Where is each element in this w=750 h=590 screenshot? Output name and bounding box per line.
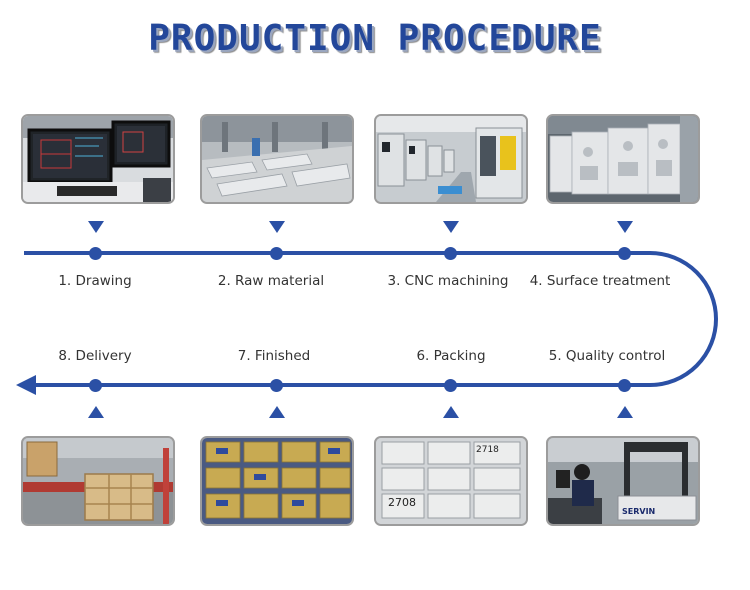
packing-label-b: 2708	[388, 496, 416, 509]
arrow-up-icon	[269, 406, 285, 418]
photo-raw-material	[200, 114, 354, 204]
packing-label-a: 2718	[476, 445, 499, 455]
arrow-down-icon	[443, 221, 459, 233]
photo-delivery	[21, 436, 175, 526]
step-label-packing: 6. Packing	[416, 348, 486, 364]
arrow-up-icon	[617, 406, 633, 418]
photo-finished	[200, 436, 354, 526]
arrow-down-icon	[617, 221, 633, 233]
step-dot	[270, 247, 283, 260]
arrow-down-icon	[269, 221, 285, 233]
step-label-raw-material: 2. Raw material	[217, 273, 325, 289]
arrow-up-icon	[88, 406, 104, 418]
step-label-finished: 7. Finished	[237, 348, 311, 364]
inspection-brand-label: SERVIN	[622, 507, 655, 516]
photo-surface-treatment	[546, 114, 700, 204]
step-dot	[444, 247, 457, 260]
step-label-surface-treatment: 4. Surface treatment	[529, 273, 671, 289]
step-label-cnc-machining: 3. CNC machining	[387, 273, 509, 289]
step-label-drawing: 1. Drawing	[58, 273, 132, 289]
photo-drawing	[21, 114, 175, 204]
flow-arrow-head	[16, 375, 36, 395]
photo-packing: 2718 2708	[374, 436, 528, 526]
photo-quality-control: SERVIN	[546, 436, 700, 526]
step-dot	[618, 379, 631, 392]
step-label-delivery: 8. Delivery	[58, 348, 132, 364]
step-label-quality-control: 5. Quality control	[548, 348, 666, 364]
step-dot	[89, 379, 102, 392]
photo-cnc-machining	[374, 114, 528, 204]
arrow-down-icon	[88, 221, 104, 233]
page-title: PRODUCTION PROCEDURE	[148, 18, 602, 59]
arrow-up-icon	[443, 406, 459, 418]
step-dot	[444, 379, 457, 392]
step-dot	[618, 247, 631, 260]
step-dot	[89, 247, 102, 260]
step-dot	[270, 379, 283, 392]
